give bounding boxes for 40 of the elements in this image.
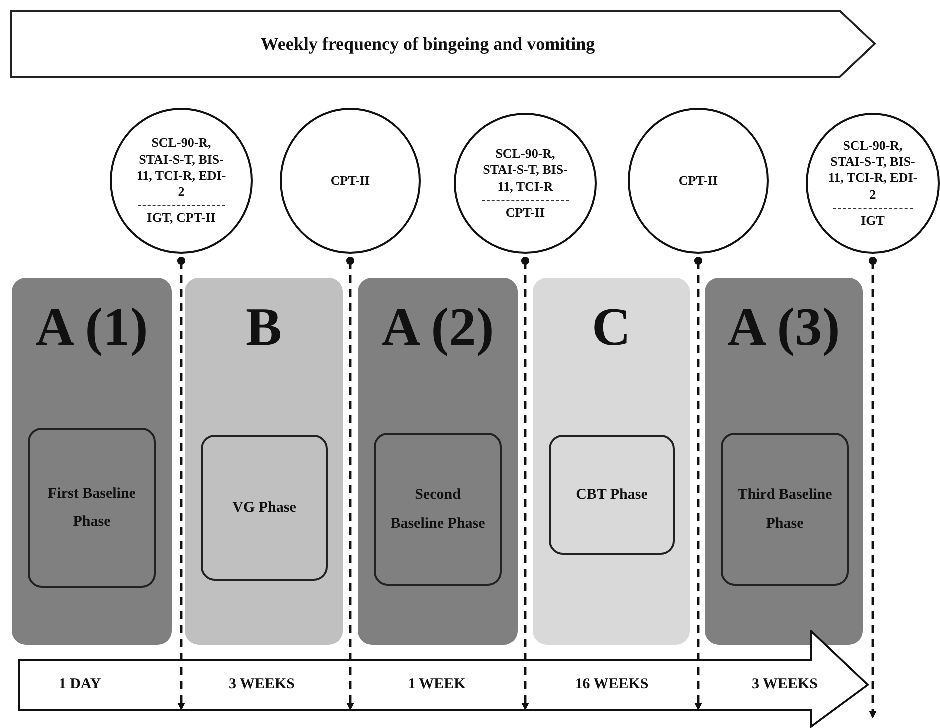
phase-name: Third Baseline Phase	[737, 486, 833, 534]
banner-title: Weekly frequency of bingeing and vomiting	[260, 34, 596, 55]
phase-column	[185, 278, 343, 645]
measure-text: IGT	[861, 212, 885, 230]
duration-label: 1 DAY	[58, 676, 102, 694]
dashed-arrow	[868, 256, 878, 719]
phase-column	[533, 278, 690, 645]
dashed-arrow	[346, 256, 355, 711]
phase-box	[374, 433, 502, 586]
phase-letter: A (1)	[34, 300, 150, 354]
dashed-arrow	[521, 256, 530, 711]
phase-name: Second Baseline Phase	[390, 486, 486, 534]
measure-text: CPT-II	[330, 172, 370, 190]
phase-column	[705, 278, 863, 645]
measure-text: CPT-II	[678, 172, 718, 190]
phase-letter: C	[591, 300, 632, 354]
duration-label: 3 WEEKS	[752, 676, 818, 694]
duration-label: 1 WEEK	[408, 676, 466, 694]
phase-name: CBT Phase	[576, 486, 648, 505]
measure-text: SCL-90-R, STAI-S-T, BIS-11, TCI-R, EDI-2	[828, 138, 918, 203]
phase-name: VG Phase	[232, 498, 296, 518]
phase-letter: A (2)	[380, 300, 496, 354]
measure-text: CPT-II	[506, 204, 546, 221]
dashed-arrow	[177, 256, 186, 711]
measure-text: SCL-90-R, STAI-S-T, BIS-11, TCI-R, EDI-2	[136, 135, 226, 200]
phase-letter: A (3)	[726, 300, 842, 354]
measure-text: SCL-90-R, STAI-S-T, BIS-11, TCI-R	[482, 146, 569, 195]
phase-box	[28, 428, 156, 588]
phase-column	[12, 278, 172, 645]
duration-label: 16 WEEKS	[575, 676, 649, 694]
phase-box	[201, 435, 328, 581]
dashed-arrow	[694, 256, 703, 711]
phase-box	[549, 435, 675, 555]
measure-text: IGT, CPT-II	[147, 210, 216, 227]
phase-letter: B	[244, 300, 284, 354]
duration-label: 3 WEEKS	[229, 676, 295, 694]
timeline-arrow	[18, 630, 869, 728]
phase-name: First Baseline Phase	[47, 484, 137, 532]
phase-box	[721, 433, 849, 586]
phase-column	[358, 278, 518, 645]
